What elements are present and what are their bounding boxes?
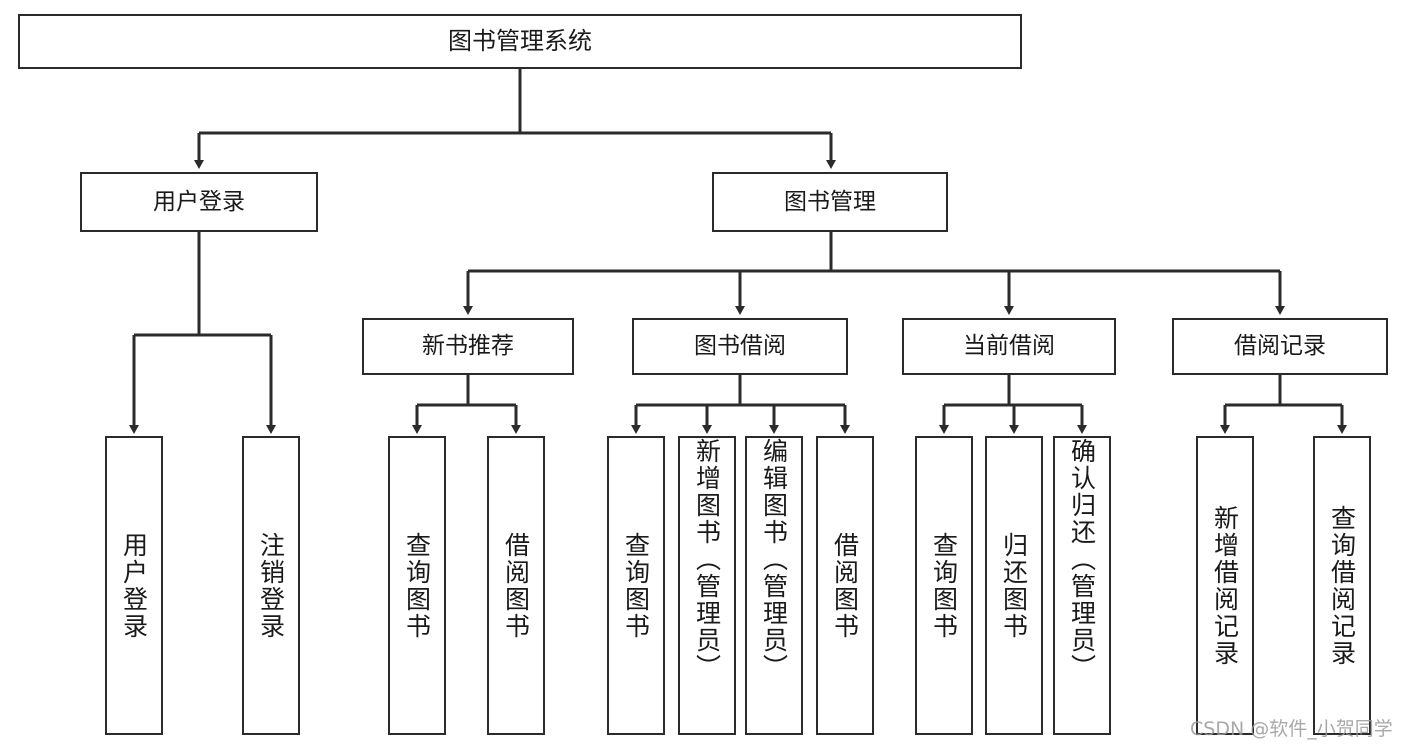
node-leaf-borrow-book-1-label: 借阅图书 bbox=[501, 531, 531, 640]
node-leaf-add-record-label: 新增借阅记录 bbox=[1210, 504, 1240, 667]
node-leaf-borrow-book-1[interactable]: 借阅图书 bbox=[487, 436, 545, 735]
node-leaf-query-book-3-label: 查询图书 bbox=[929, 531, 959, 640]
node-book-management[interactable]: 图书管理 bbox=[712, 172, 948, 232]
node-leaf-edit-book-label: 编辑图书（管理员） bbox=[759, 438, 789, 681]
node-leaf-query-book-3[interactable]: 查询图书 bbox=[915, 436, 973, 735]
node-leaf-confirm-return-label: 确认归还（管理员） bbox=[1067, 438, 1097, 681]
node-current-borrow-label: 当前借阅 bbox=[963, 333, 1055, 360]
node-leaf-query-book-2-label: 查询图书 bbox=[621, 531, 651, 640]
node-leaf-query-record-label: 查询借阅记录 bbox=[1327, 504, 1357, 667]
node-leaf-query-book-1-label: 查询图书 bbox=[402, 531, 432, 640]
node-leaf-add-book-label: 新增图书（管理员） bbox=[692, 438, 722, 681]
node-leaf-query-record[interactable]: 查询借阅记录 bbox=[1313, 436, 1371, 735]
node-leaf-return-book[interactable]: 归还图书 bbox=[985, 436, 1043, 735]
node-leaf-borrow-book-2-label: 借阅图书 bbox=[830, 531, 860, 640]
node-leaf-borrow-book-2[interactable]: 借阅图书 bbox=[816, 436, 874, 735]
node-leaf-logout[interactable]: 注销登录 bbox=[242, 436, 300, 735]
node-leaf-add-record[interactable]: 新增借阅记录 bbox=[1196, 436, 1254, 735]
node-leaf-query-book-2[interactable]: 查询图书 bbox=[607, 436, 665, 735]
node-book-management-label: 图书管理 bbox=[784, 188, 876, 215]
node-book-borrow[interactable]: 图书借阅 bbox=[632, 318, 848, 375]
node-current-borrow[interactable]: 当前借阅 bbox=[902, 318, 1116, 375]
node-leaf-confirm-return[interactable]: 确认归还（管理员） bbox=[1053, 436, 1111, 735]
node-new-book-recommend-label: 新书推荐 bbox=[422, 333, 514, 360]
node-leaf-add-book[interactable]: 新增图书（管理员） bbox=[678, 436, 736, 735]
node-leaf-return-book-label: 归还图书 bbox=[999, 531, 1029, 640]
node-new-book-recommend[interactable]: 新书推荐 bbox=[362, 318, 574, 375]
node-user-login-label: 用户登录 bbox=[153, 188, 245, 215]
node-user-login[interactable]: 用户登录 bbox=[80, 172, 318, 232]
node-leaf-query-book-1[interactable]: 查询图书 bbox=[388, 436, 446, 735]
node-book-borrow-label: 图书借阅 bbox=[694, 333, 786, 360]
node-borrow-record[interactable]: 借阅记录 bbox=[1172, 318, 1388, 375]
node-root[interactable]: 图书管理系统 bbox=[18, 14, 1022, 69]
node-leaf-user-login-label: 用户登录 bbox=[119, 531, 149, 640]
node-root-label: 图书管理系统 bbox=[448, 26, 592, 55]
node-leaf-logout-label: 注销登录 bbox=[256, 531, 286, 640]
node-leaf-user-login[interactable]: 用户登录 bbox=[105, 436, 163, 735]
node-borrow-record-label: 借阅记录 bbox=[1234, 333, 1326, 360]
csdn-watermark: CSDN @软件_小贺同学 bbox=[1190, 718, 1393, 740]
node-leaf-edit-book[interactable]: 编辑图书（管理员） bbox=[745, 436, 803, 735]
